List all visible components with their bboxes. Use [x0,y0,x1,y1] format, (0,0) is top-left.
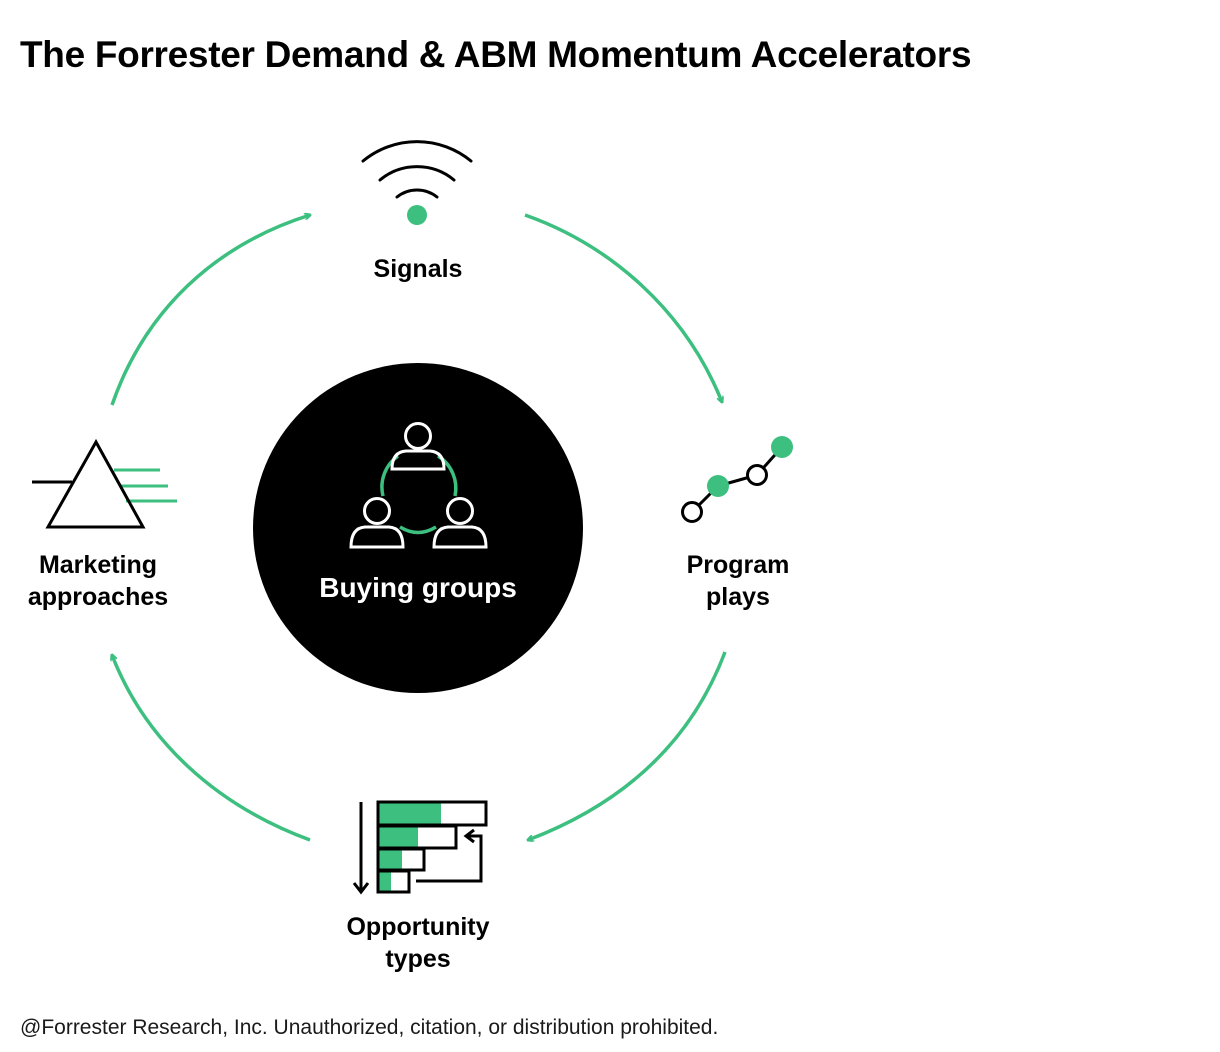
copyright-footer: @Forrester Research, Inc. Unauthorized, … [20,1016,719,1039]
node-label-marketing-approaches: Marketing approaches [0,549,196,613]
arrow-opportunity-types-to-marketing-approaches [112,655,311,842]
arrow-signals-to-program-plays [524,213,722,402]
node-label-line: approaches [27,583,169,611]
node-label-signals: Signals [318,253,518,285]
center-circle [253,363,583,693]
cycle-arrows [110,213,727,842]
node-label-line: Opportunity [346,913,490,941]
node-label-line: Program [686,551,790,579]
node-label-line: Signals [373,255,463,283]
connected-dots-chart-icon [681,436,793,523]
node-label-opportunity-types: Opportunity types [308,911,528,975]
node-label-line: plays [706,583,770,611]
people-group-icon [349,422,488,549]
node-label-line: Marketing [38,551,158,579]
prism-icon [32,438,177,529]
stacked-bars-funnel-icon [352,800,488,895]
center-label: Buying groups [319,572,517,603]
arrow-program-plays-to-opportunity-types [528,651,727,840]
page-title: The Forrester Demand & ABM Momentum Acce… [20,34,972,75]
node-label-program-plays: Program plays [638,549,838,613]
wireless-signal-icon [361,140,473,225]
arrow-marketing-approaches-to-signals [110,215,310,406]
node-label-line: types [385,945,451,973]
